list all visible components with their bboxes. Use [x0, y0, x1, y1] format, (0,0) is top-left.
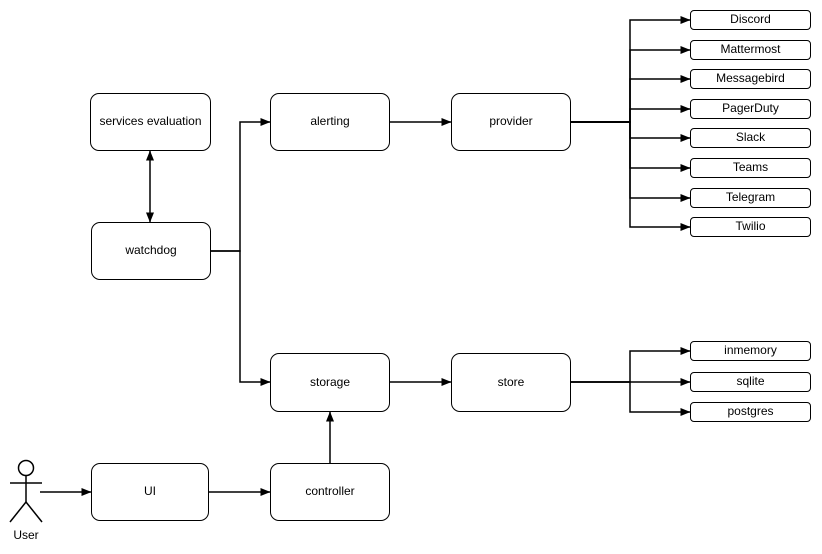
actor-left-leg: [9, 501, 27, 523]
node-sqlite: sqlite: [690, 372, 811, 392]
node-teams: Teams: [690, 158, 811, 178]
node-services-evaluation: services evaluation: [90, 93, 211, 151]
node-mattermost: Mattermost: [690, 40, 811, 60]
edge-watchdog-storage: [211, 250, 271, 386]
node-slack: Slack: [690, 128, 811, 148]
edge-provider-discord: [571, 16, 691, 123]
node-messagebird: Messagebird: [690, 69, 811, 89]
edge-provider-teams: [571, 121, 691, 172]
user-actor-figure: [9, 459, 43, 523]
edge-provider-twilio: [571, 121, 691, 231]
node-controller: controller: [270, 463, 390, 521]
node-postgres: postgres: [690, 402, 811, 422]
node-storage: storage: [270, 353, 390, 412]
node-pagerduty: PagerDuty: [690, 99, 811, 119]
actor-right-leg: [25, 501, 43, 523]
node-store: store: [451, 353, 571, 412]
user-actor-label: User: [13, 528, 39, 542]
edge-provider-messagebird: [571, 75, 691, 123]
edge-provider-telegram: [571, 121, 691, 202]
node-telegram: Telegram: [690, 188, 811, 208]
node-provider: provider: [451, 93, 571, 151]
edge-provider-mattermost: [571, 46, 691, 123]
node-discord: Discord: [690, 10, 811, 30]
node-inmemory: inmemory: [690, 341, 811, 361]
edge-store-inmemory: [571, 347, 691, 383]
edge-provider-pagerduty: [571, 105, 691, 123]
edge-provider-slack: [571, 121, 691, 142]
edge-watchdog-alerting: [211, 118, 271, 252]
node-watchdog: watchdog: [91, 222, 211, 280]
node-ui: UI: [91, 463, 209, 521]
edge-store-postgres: [571, 381, 691, 416]
node-twilio: Twilio: [690, 217, 811, 237]
actor-head: [17, 459, 35, 477]
node-alerting: alerting: [270, 93, 390, 151]
